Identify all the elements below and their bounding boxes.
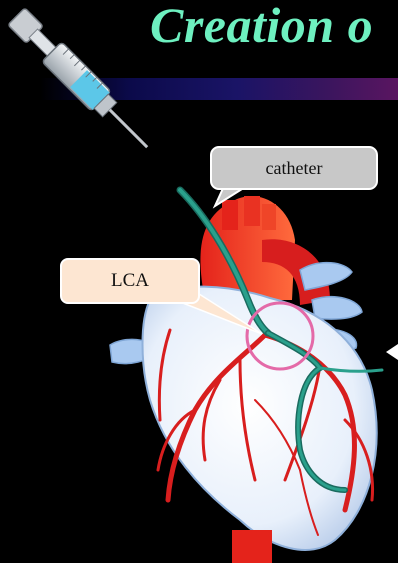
- catheter-label: catheter: [210, 146, 378, 190]
- syringe-icon: [6, 6, 157, 157]
- lca-label: LCA: [60, 258, 200, 304]
- partial-callout-tail: [386, 344, 398, 360]
- descending-vessel: [232, 530, 272, 563]
